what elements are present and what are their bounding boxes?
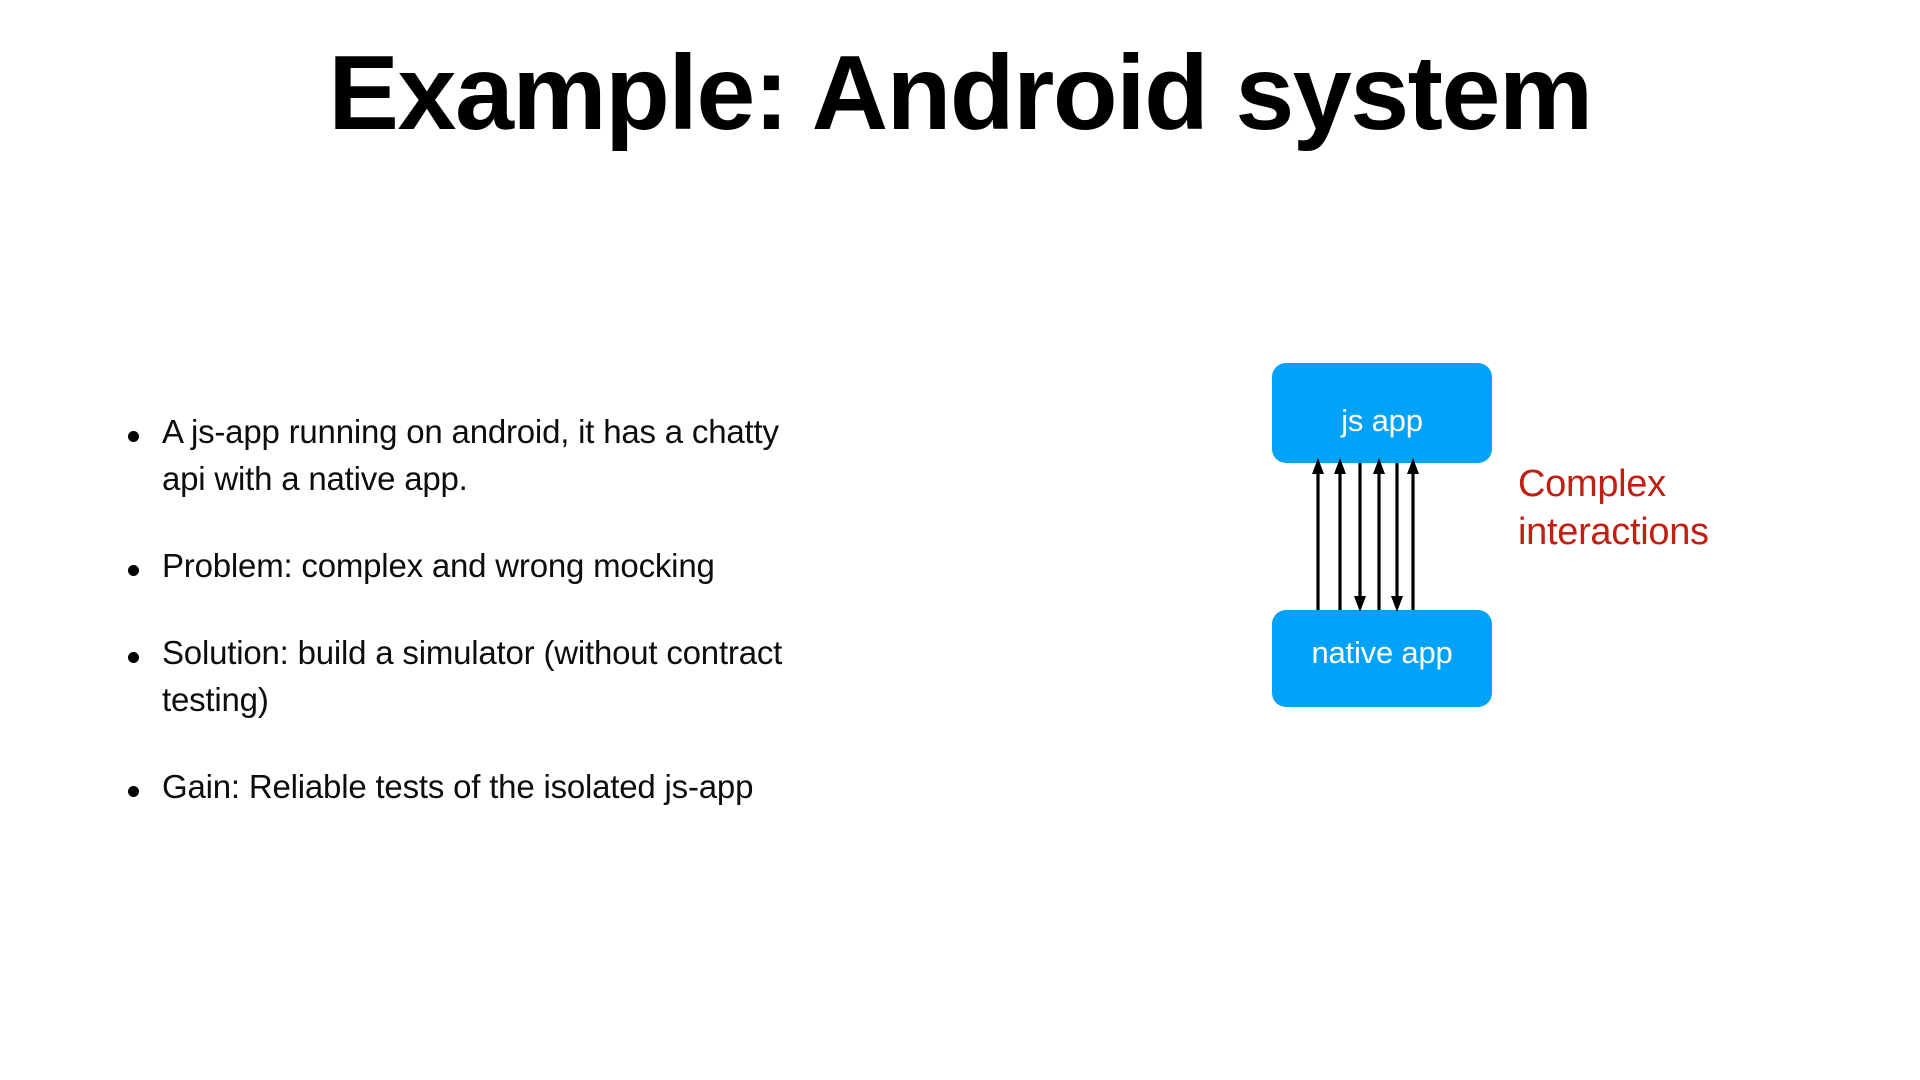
arrow-up-4 [1407, 458, 1419, 610]
diagram-node-label: js app [1341, 403, 1423, 438]
diagram-node-js-app: js app [1272, 363, 1492, 463]
bullet-dot-icon [128, 542, 162, 581]
arrow-down-1 [1354, 463, 1366, 612]
page-title: Example: Android system [328, 34, 1593, 152]
list-item: Gain: Reliable tests of the isolated js-… [128, 763, 918, 810]
architecture-diagram: js app native app [1250, 340, 1870, 740]
diagram-node-label: native app [1311, 634, 1453, 670]
bullet-text: Gain: Reliable tests of the isolated js-… [162, 768, 754, 805]
bullet-text: Solution: build a simulator (without con… [162, 634, 783, 718]
bullet-dot-icon [128, 408, 162, 447]
list-item: Problem: complex and wrong mocking [128, 542, 918, 589]
list-item: Solution: build a simulator (without con… [128, 629, 918, 723]
bullet-list: A js-app running on android, it has a ch… [128, 408, 918, 810]
diagram-arrows [1312, 458, 1419, 612]
annotation-line-2: interactions [1518, 511, 1709, 553]
bullet-text: Problem: complex and wrong mocking [162, 547, 715, 584]
diagram-annotation: Complex interactions [1518, 460, 1818, 556]
bullet-text: A js-app running on android, it has a ch… [162, 413, 779, 497]
list-item: A js-app running on android, it has a ch… [128, 408, 918, 502]
annotation-line-1: Complex [1518, 463, 1666, 505]
bullet-dot-icon [128, 629, 162, 668]
arrow-down-2 [1391, 463, 1403, 612]
diagram-node-native-app: native app [1272, 610, 1492, 707]
arrow-up-2 [1334, 458, 1346, 610]
arrow-up-1 [1312, 458, 1324, 610]
arrow-up-3 [1373, 458, 1385, 610]
bullet-dot-icon [128, 763, 162, 802]
